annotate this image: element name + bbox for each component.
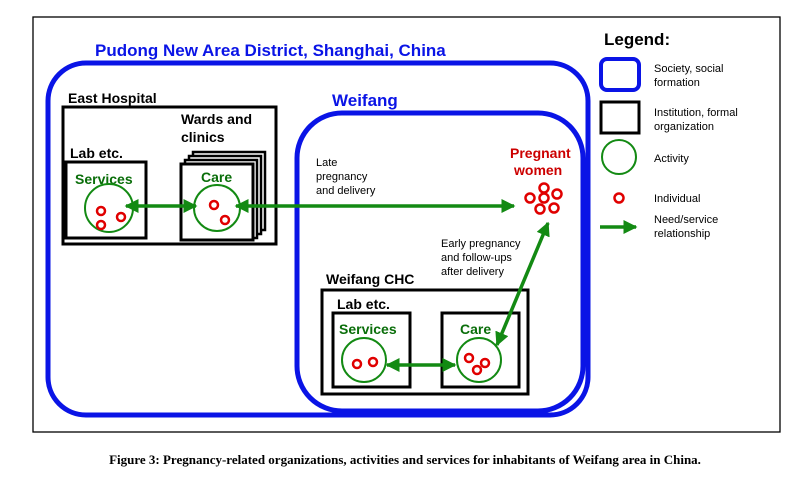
wards-care-label: Care (201, 169, 232, 185)
individual (208, 199, 220, 211)
pregnant-women-line2: women (513, 162, 562, 178)
chc-lab-box (331, 311, 412, 389)
east-services-label: Services (75, 171, 133, 187)
individual (551, 188, 563, 200)
late-label-line1: Late (316, 157, 337, 169)
individual (534, 203, 546, 215)
early-label-line3: after delivery (441, 266, 504, 278)
pregnant-women-line1: Pregnant (510, 145, 571, 161)
society-pudong-boundary (45, 60, 591, 418)
legend-item-line1: Society, social (654, 63, 724, 75)
society-weifang-boundary (294, 110, 586, 414)
individual (463, 352, 475, 364)
wards-title-line2: clinics (181, 129, 225, 145)
arrow-early-pregnancy (495, 221, 550, 347)
individual (471, 364, 483, 376)
chc-care-label: Care (460, 321, 491, 337)
east-hospital-title: East Hospital (68, 90, 157, 106)
wards-title-line1: Wards and (181, 111, 252, 127)
individual (95, 219, 107, 231)
chc-lab-title: Lab etc. (337, 296, 390, 312)
legend-item-line2: organization (654, 121, 714, 133)
legend-item-line1: Individual (654, 193, 700, 205)
individual (95, 205, 107, 217)
institution-icon (599, 100, 641, 135)
chc-services-label: Services (339, 321, 397, 337)
weifang-chc-title: Weifang CHC (326, 271, 414, 287)
chc-care-activity (456, 337, 502, 383)
legend-item-line1: Activity (654, 153, 689, 165)
individual (524, 192, 536, 204)
figure-caption: Figure 3: Pregnancy-related organization… (109, 452, 701, 467)
activity-icon (601, 139, 637, 175)
society-icon (599, 57, 641, 92)
late-label-line3: and delivery (316, 185, 376, 197)
early-label-line1: Early pregnancy (441, 238, 521, 250)
figure-frame (32, 16, 781, 433)
legend-item-line1: Need/service (654, 214, 718, 226)
individual (479, 357, 491, 369)
legend-item-line1: Institution, formal (654, 107, 738, 119)
east-lab-title: Lab etc. (70, 145, 123, 161)
individual (538, 192, 550, 204)
individual (538, 182, 550, 194)
individual (351, 358, 363, 370)
individual (219, 214, 231, 226)
individual (367, 356, 379, 368)
legend-item-line2: formation (654, 77, 700, 89)
society-pudong-title: Pudong New Area District, Shanghai, Chin… (95, 41, 446, 60)
early-label-line2: and follow-ups (441, 252, 512, 264)
late-label-line2: pregnancy (316, 171, 368, 183)
individual (548, 202, 560, 214)
society-weifang-title: Weifang (332, 91, 398, 110)
individual (115, 211, 127, 223)
legend: Legend: Society, social formation Instit… (599, 30, 738, 240)
legend-item-line2: relationship (654, 228, 710, 240)
legend-title: Legend: (604, 30, 670, 49)
individual-icon (613, 192, 625, 204)
